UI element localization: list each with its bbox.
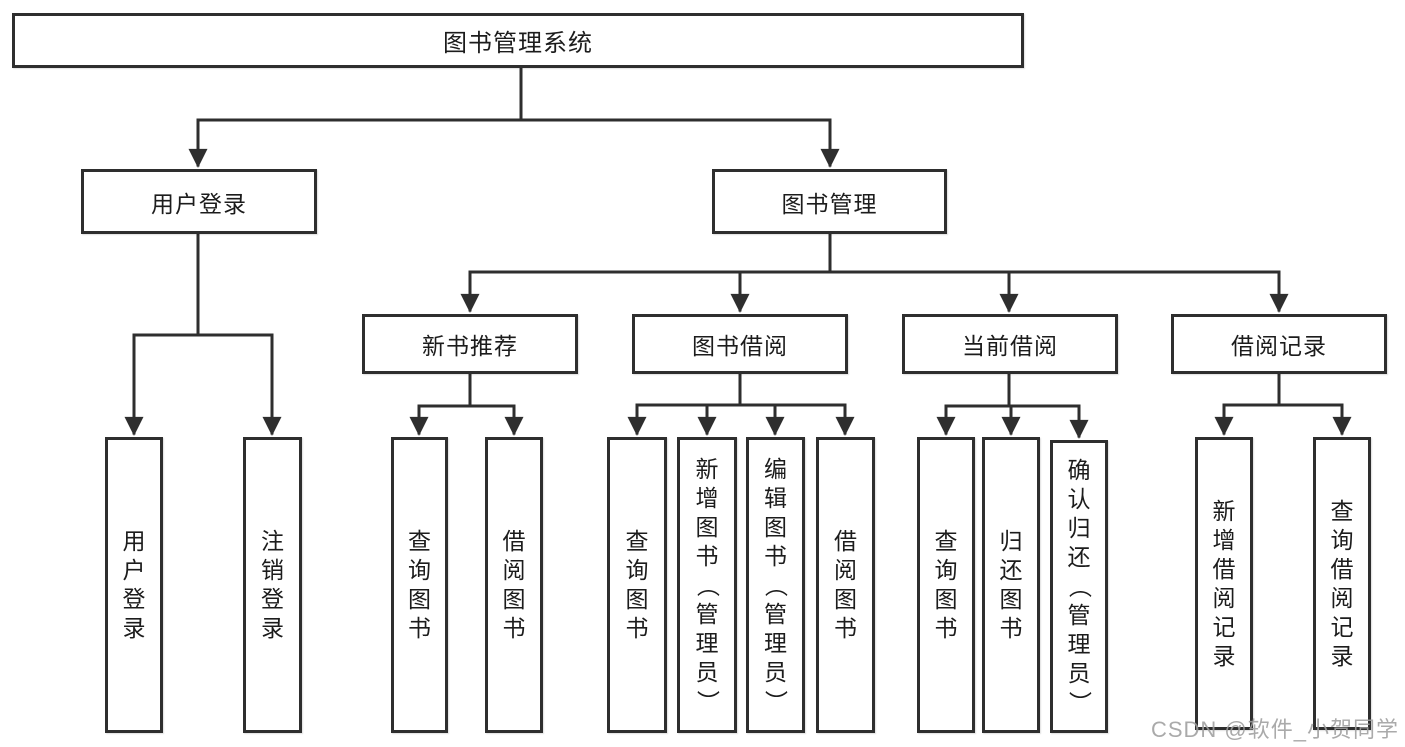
leaf-user-login-label: 用户登录 [122, 528, 146, 641]
leaf-query-borrow-record: 查询借阅记录 [1313, 437, 1371, 730]
csdn-watermark: CSDN @软件_小贺同学 [1150, 717, 1399, 742]
leaf-query-books-current-label: 查询图书 [934, 528, 958, 641]
node-new-book-recommend: 新书推荐 [362, 314, 578, 374]
node-root-label: 图书管理系统 [443, 30, 593, 57]
leaf-borrow-books-borrow: 借阅图书 [816, 437, 875, 733]
node-book-borrow-label: 图书借阅 [692, 333, 788, 359]
node-user-login: 用户登录 [81, 169, 317, 234]
node-book-management-label: 图书管理 [781, 190, 878, 217]
leaf-return-books-label: 归还图书 [999, 528, 1023, 641]
leaf-add-borrow-record: 新增借阅记录 [1195, 437, 1253, 730]
node-borrow-records: 借阅记录 [1171, 314, 1387, 374]
leaf-query-books-current: 查询图书 [917, 437, 975, 733]
leaf-query-borrow-record-label: 查询借阅记录 [1330, 497, 1354, 669]
leaf-borrow-books-borrow-label: 借阅图书 [834, 528, 857, 641]
node-book-management: 图书管理 [712, 169, 947, 234]
leaf-return-books: 归还图书 [982, 437, 1040, 733]
leaf-confirm-return-admin: 确认归还（管理员） [1050, 440, 1108, 733]
leaf-query-books-recommend-label: 查询图书 [408, 528, 431, 641]
leaf-borrow-books-recommend: 借阅图书 [485, 437, 543, 733]
leaf-query-books-borrow-label: 查询图书 [625, 528, 649, 641]
leaf-add-books-admin: 新增图书（管理员） [677, 437, 737, 733]
node-root-library-system: 图书管理系统 [12, 13, 1024, 68]
leaf-add-books-admin-label: 新增图书（管理员） [694, 455, 721, 713]
node-user-login-label: 用户登录 [151, 190, 247, 217]
leaf-user-login: 用户登录 [105, 437, 163, 733]
node-current-borrow-label: 当前借阅 [962, 333, 1058, 359]
leaf-logout: 注销登录 [243, 437, 302, 733]
leaf-edit-books-admin-label: 编辑图书（管理员） [763, 455, 789, 713]
leaf-logout-label: 注销登录 [261, 528, 284, 641]
node-new-book-recommend-label: 新书推荐 [422, 333, 518, 359]
leaf-confirm-return-admin-label: 确认归还（管理员） [1066, 457, 1093, 715]
node-borrow-records-label: 借阅记录 [1231, 333, 1327, 359]
node-book-borrow: 图书借阅 [632, 314, 848, 374]
leaf-edit-books-admin: 编辑图书（管理员） [746, 437, 805, 733]
leaf-add-borrow-record-label: 新增借阅记录 [1212, 497, 1236, 669]
leaf-query-books-borrow: 查询图书 [607, 437, 667, 733]
leaf-borrow-books-recommend-label: 借阅图书 [502, 528, 526, 641]
leaf-query-books-recommend: 查询图书 [391, 437, 448, 733]
node-current-borrow: 当前借阅 [902, 314, 1118, 374]
